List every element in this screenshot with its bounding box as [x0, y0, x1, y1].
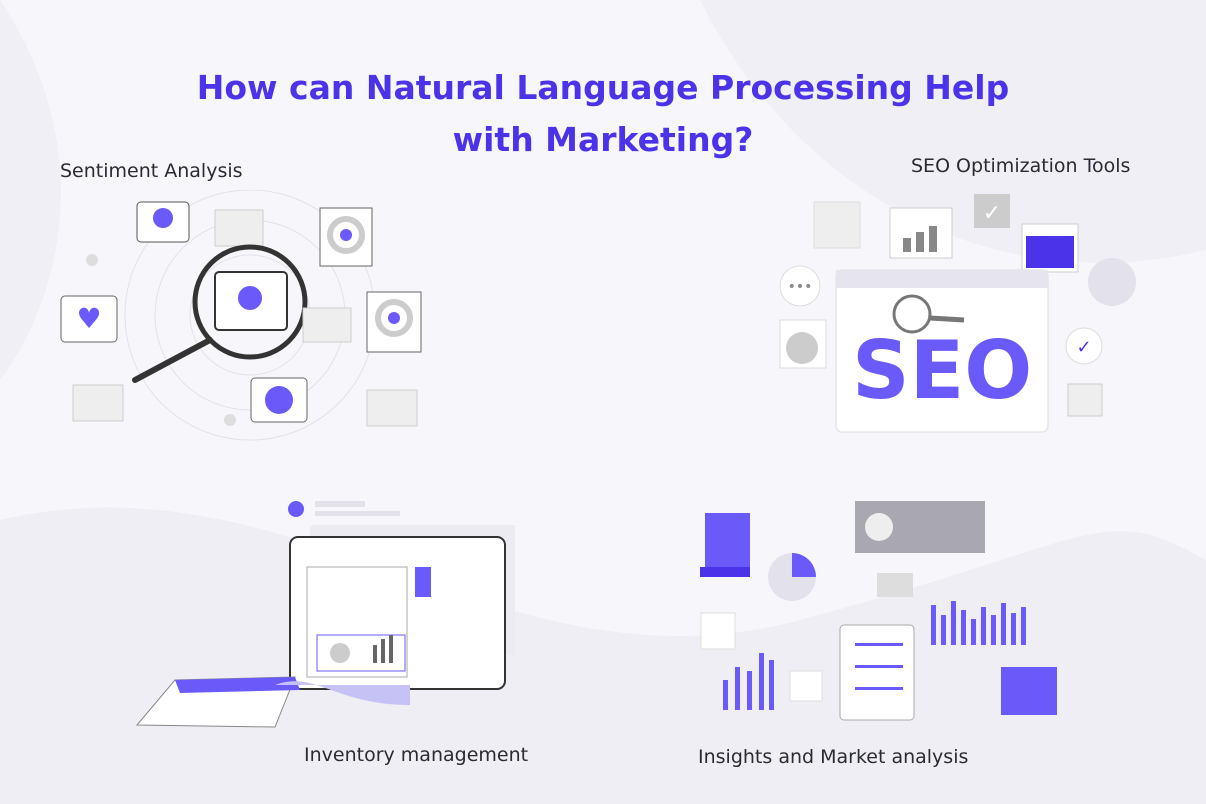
- magnifier-reviews-illustration: ♥: [60, 190, 422, 441]
- spreadsheet-illustration: [135, 501, 515, 728]
- section-label-insights: Insights and Market analysis: [698, 746, 969, 768]
- title-line-2: with Marketing?: [452, 120, 754, 159]
- seo-browser-illustration: ✓ ••• SEO ✓: [779, 194, 1136, 433]
- analytics-dashboard-illustration: [700, 501, 1057, 721]
- section-label-inventory: Inventory management: [304, 744, 529, 766]
- section-label-seo: SEO Optimization Tools: [911, 155, 1131, 177]
- section-label-sentiment: Sentiment Analysis: [60, 160, 243, 182]
- seo-art-text: SEO: [852, 324, 1032, 417]
- svg-text:✓: ✓: [1076, 337, 1091, 358]
- svg-text:•••: •••: [788, 279, 813, 295]
- title-line-1: How can Natural Language Processing Help: [196, 68, 1010, 107]
- svg-text:✓: ✓: [983, 201, 1001, 226]
- svg-text:♥: ♥: [76, 302, 101, 335]
- page-title: How can Natural Language Processing Help…: [0, 62, 1206, 166]
